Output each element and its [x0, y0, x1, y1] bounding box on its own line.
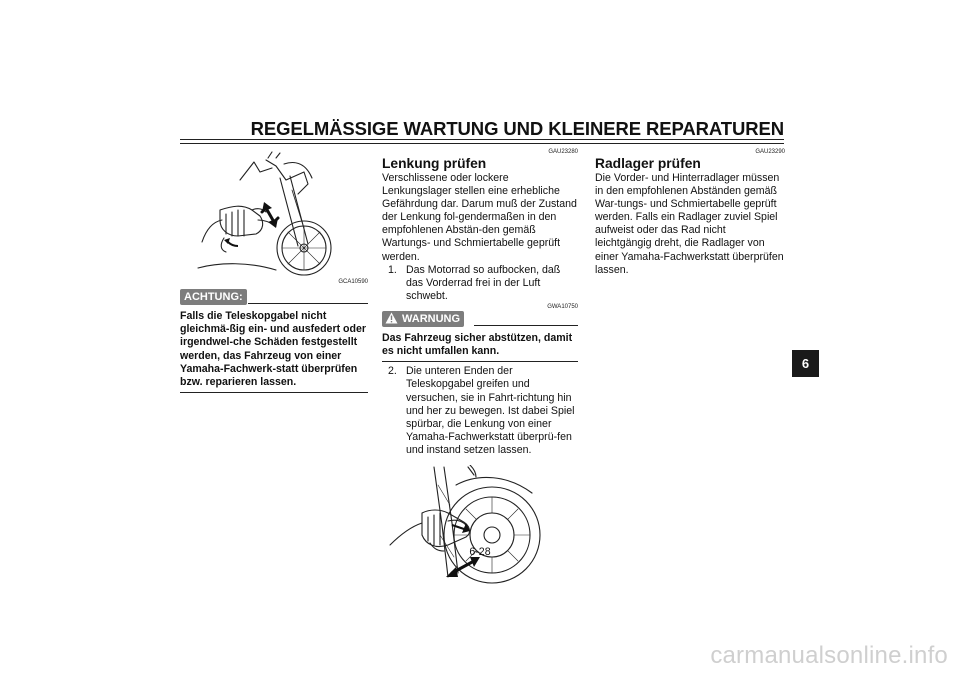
- warning-text: Das Fahrzeug sicher abstützen, damit es …: [382, 331, 573, 358]
- warning-code: GWA10750: [547, 303, 578, 310]
- title-rule: [180, 139, 784, 140]
- section-heading-wheel-bearings: Radlager prüfen: [595, 156, 701, 171]
- warning-label-box: WARNUNG: [382, 310, 465, 327]
- step-1-text: Das Motorrad so aufbocken, daß das Vorde…: [406, 263, 561, 302]
- section-code: GAU23290: [755, 149, 785, 155]
- figure-code: GCA10590: [338, 279, 368, 285]
- caution-bottom-rule: [180, 392, 368, 394]
- page-title: REGELMÄSSIGE WARTUNG UND KLEINERE REPARA…: [250, 118, 785, 139]
- title-rule-thin: [180, 142, 784, 144]
- step-1-number: 1.: [388, 263, 397, 276]
- caution-label: ACHTUNG:: [180, 289, 247, 305]
- column-middle: GAU23280 Lenkung prüfen Verschlissene od…: [382, 148, 578, 605]
- page-number: 6-28: [469, 546, 491, 558]
- warning-bottom-rule: [382, 361, 578, 363]
- section-heading-steering: Lenkung prüfen: [382, 156, 487, 171]
- warning-header: WARNUNG: [382, 310, 578, 329]
- caution-header: ACHTUNG:: [180, 289, 368, 307]
- column-right: GAU23290 Radlager prüfen Die Vorder- und…: [595, 148, 785, 277]
- warning-triangle-icon: [385, 312, 398, 324]
- section-code: GAU23280: [548, 149, 578, 155]
- step-1: 1. Das Motorrad so aufbocken, daß das Vo…: [382, 264, 578, 303]
- caution-text: Falls die Teleskopgabel nicht gleichmä-ß…: [180, 310, 367, 389]
- step-2-number: 2.: [388, 365, 397, 378]
- step-2: 2. Die unteren Enden der Teleskopgabel g…: [382, 365, 578, 457]
- fork-illustration: [197, 151, 332, 276]
- steering-intro: Verschlissene oder lockere Lenkungslager…: [382, 172, 577, 263]
- caution-rule: [248, 303, 368, 304]
- step-2-text: Die unteren Enden der Teleskopgabel grei…: [406, 365, 575, 456]
- column-left: GCA10590 ACHTUNG: Falls die Teleskopgabe…: [180, 150, 368, 394]
- steering-check-illustration: [389, 465, 541, 584]
- chapter-tab: 6: [792, 350, 819, 377]
- watermark: carmanualsonline.info: [710, 642, 948, 669]
- wheel-bearings-text: Die Vorder- und Hinterradlager müssen in…: [595, 172, 784, 276]
- warning-label: WARNUNG: [402, 312, 461, 325]
- warning-rule: [474, 324, 578, 326]
